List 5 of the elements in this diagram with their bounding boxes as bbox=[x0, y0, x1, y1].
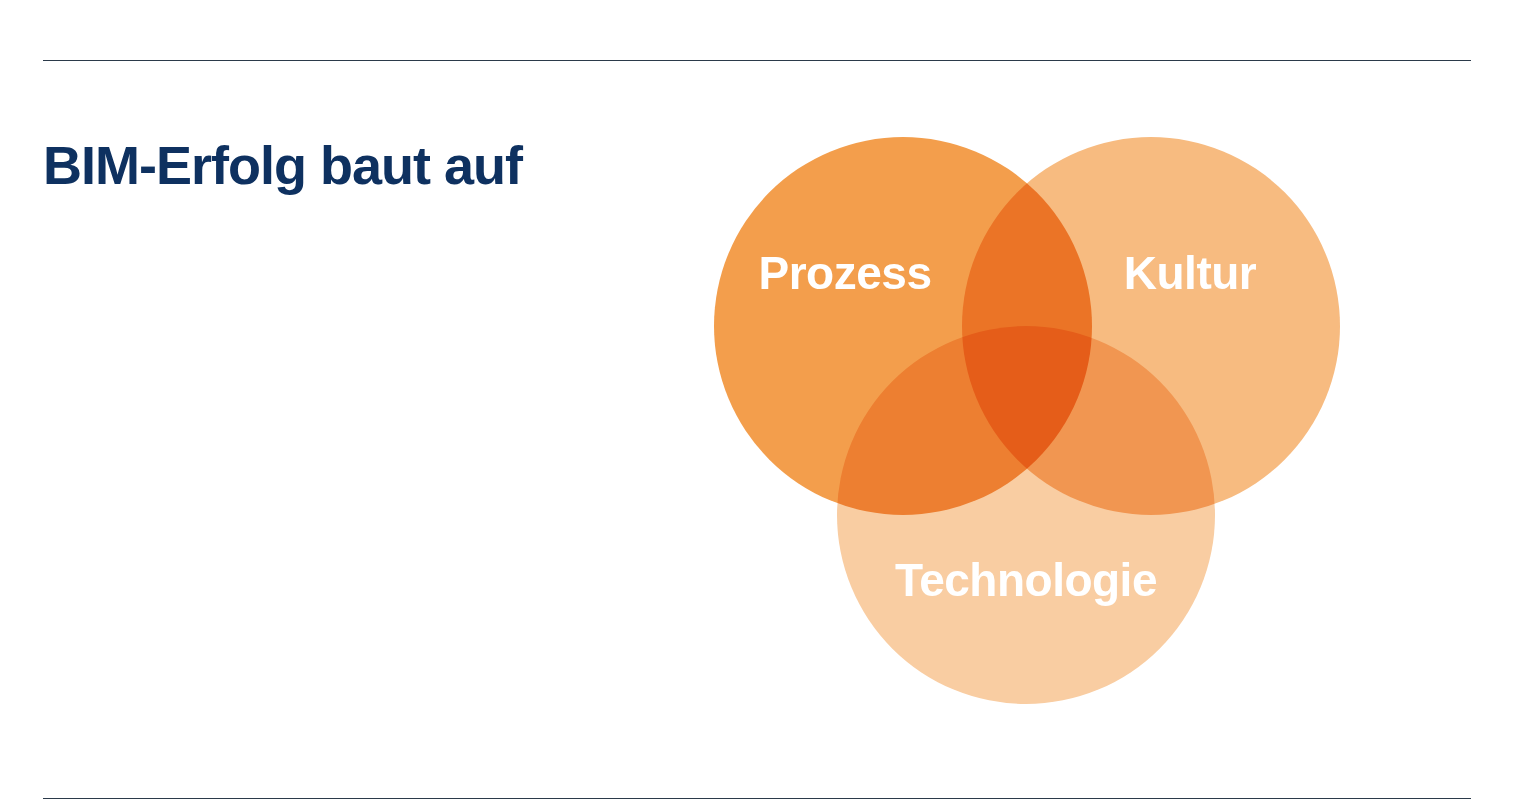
circle-label: Kultur bbox=[1123, 246, 1257, 300]
circle-label: Prozess bbox=[758, 246, 932, 300]
page-title: BIM-Erfolg baut auf bbox=[43, 134, 522, 196]
circle-label: Technologie bbox=[895, 553, 1157, 607]
venn-circle bbox=[837, 326, 1215, 704]
